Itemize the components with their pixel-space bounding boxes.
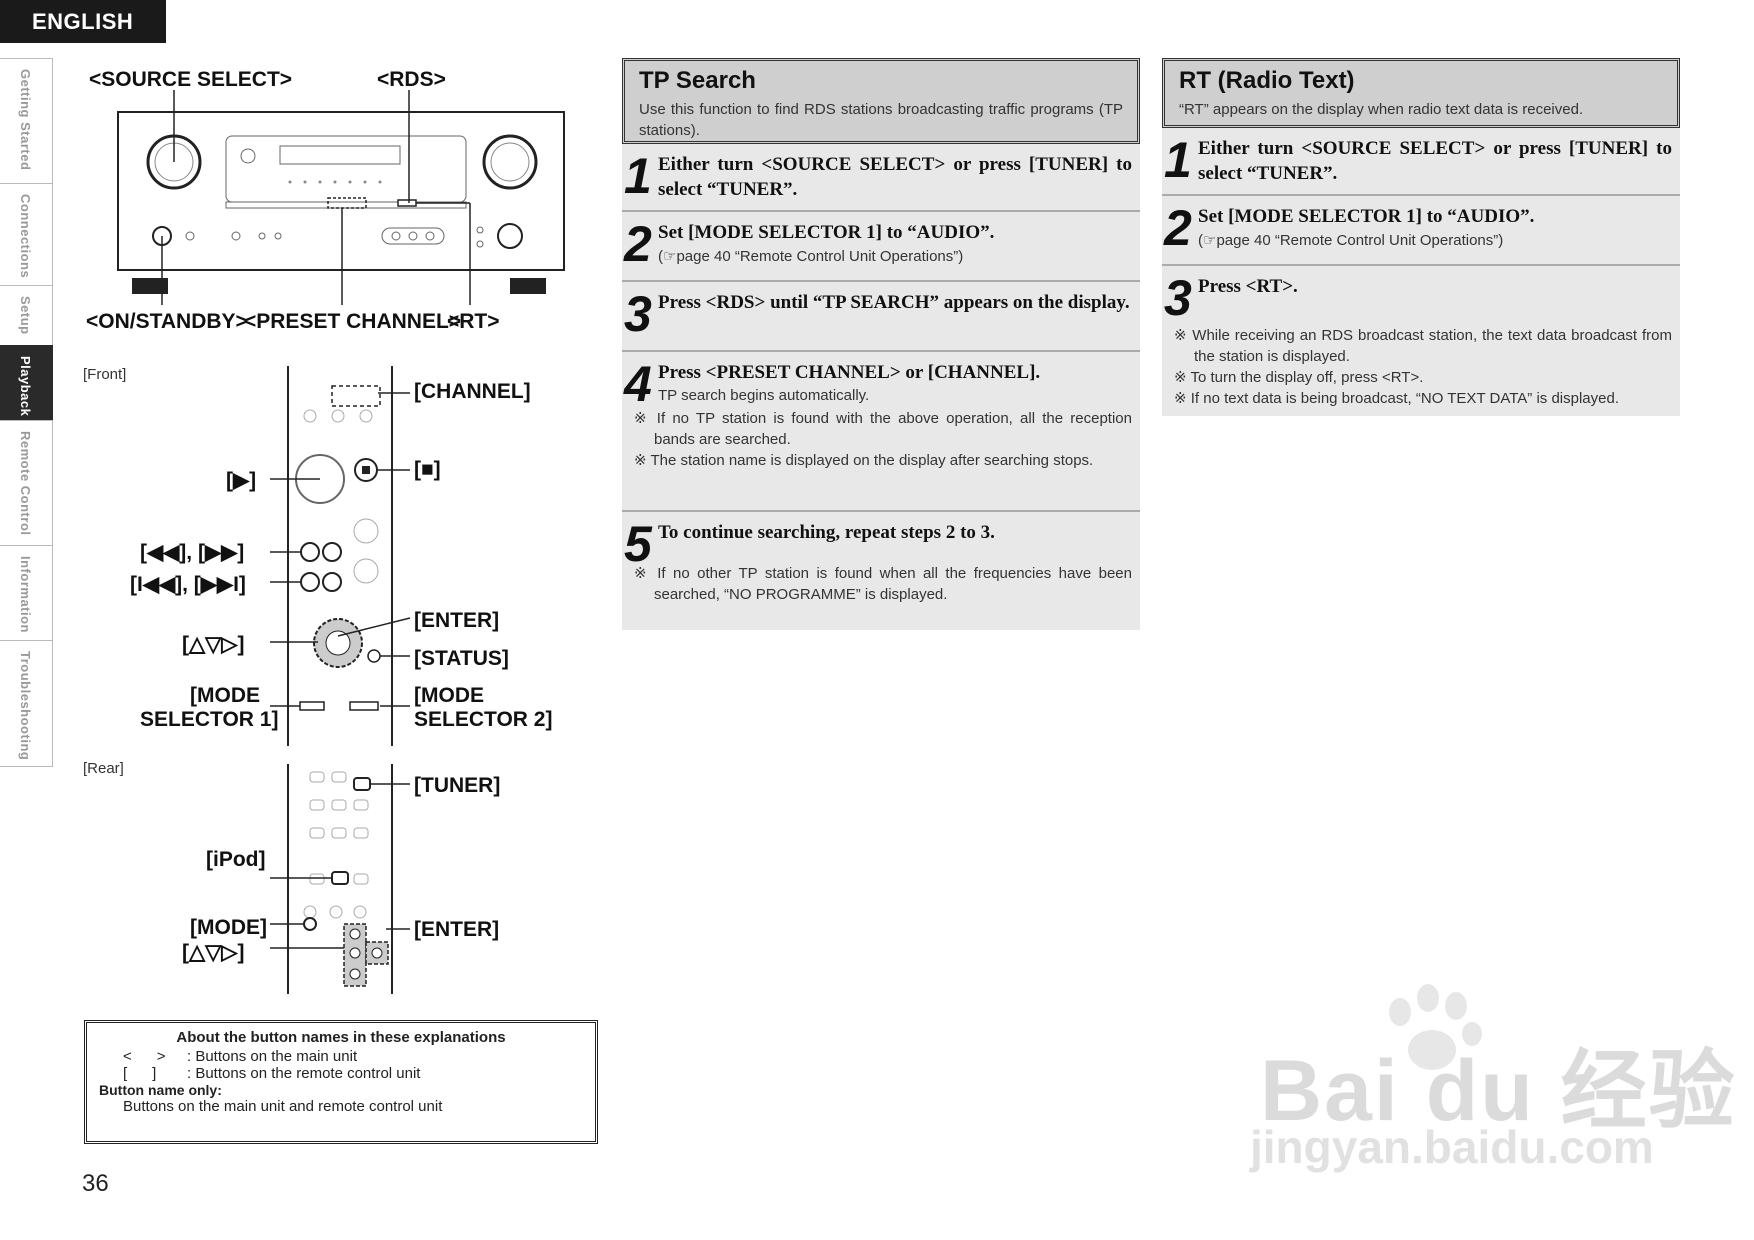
label-rew-ff: [◀◀], [▶▶] — [140, 541, 245, 564]
label-rds: <RDS> — [377, 68, 446, 91]
rt-subtitle: “RT” appears on the display when radio t… — [1179, 101, 1584, 118]
label-cursor-front: [△▽▷] — [182, 633, 245, 656]
language-tab: ENGLISH — [0, 0, 166, 43]
tp-search-subtitle: Use this function to find RDS stations b… — [639, 101, 1123, 139]
rt-panel: RT (Radio Text) “RT” appears on the disp… — [1162, 58, 1680, 416]
info-val-unit: : Buttons on the main unit — [187, 1048, 358, 1065]
label-mode-selector2-line2: SELECTOR 2] — [414, 708, 553, 731]
rt-note: ※ If no text data is being broadcast, “N… — [1174, 390, 1619, 407]
remote-front-callouts — [270, 392, 411, 707]
label-enter-rear: [ENTER] — [414, 918, 500, 941]
side-tab-setup[interactable]: Setup — [0, 285, 53, 345]
label-rear: [Rear] — [83, 760, 124, 777]
label-play: [▶] — [226, 469, 257, 492]
label-mode-selector1-line1: [MODE — [190, 684, 260, 707]
tp-note: ※ If no TP station is found with the abo… — [634, 410, 1132, 448]
watermark-main-text: Bai du 经验 — [1260, 1043, 1737, 1139]
info-box-title: About the button names in these explanat… — [176, 1029, 506, 1046]
side-tab-troubleshooting[interactable]: Troubleshooting — [0, 640, 53, 767]
tp-search-title: TP Search — [639, 67, 756, 94]
label-tuner: [TUNER] — [414, 774, 501, 797]
tp-note: ※ The station name is displayed on the d… — [634, 452, 1094, 469]
tp-step-4: 4 Press <PRESET CHANNEL> or [CHANNEL]. T… — [622, 352, 1140, 512]
label-mode-selector1-line2: SELECTOR 1] — [140, 708, 279, 731]
side-tab-playback[interactable]: Playback — [0, 345, 53, 420]
tp-step-2: 2 Set [MODE SELECTOR 1] to “AUDIO”. (☞pa… — [622, 212, 1140, 282]
remote-rear-callouts — [270, 783, 410, 949]
label-ipod: [iPod] — [206, 848, 266, 871]
button-names-info-box: About the button names in these explanat… — [84, 1020, 598, 1144]
label-front: [Front] — [83, 366, 127, 383]
tp-search-panel: TP Search Use this function to find RDS … — [622, 58, 1140, 630]
rt-step-1: 1 Either turn <SOURCE SELECT> or press [… — [1162, 128, 1680, 196]
info-button-name-only: Button name only: — [99, 1082, 222, 1098]
receiver-front-panel-drawing — [117, 90, 565, 305]
tp-search-header: TP Search Use this function to find RDS … — [622, 58, 1140, 144]
label-preset-channel: <PRESET CHANNEL> — [244, 310, 462, 333]
rt-note: ※ While receiving an RDS broadcast stati… — [1174, 327, 1672, 365]
label-mode: [MODE] — [190, 916, 267, 939]
label-enter-front: [ENTER] — [414, 609, 500, 632]
label-stop: [■] — [414, 458, 441, 481]
label-on-standby: <ON/STANDBY> — [86, 310, 248, 333]
remote-front-drawing — [287, 366, 393, 746]
side-tab-remote-control[interactable]: Remote Control — [0, 420, 53, 545]
label-rt: <RT> — [447, 310, 500, 333]
side-tab-connections[interactable]: Connections — [0, 183, 53, 285]
rt-title: RT (Radio Text) — [1179, 67, 1355, 94]
info-val-remote: : Buttons on the remote control unit — [187, 1065, 421, 1082]
tp-step-5: 5 To continue searching, repeat steps 2 … — [622, 512, 1140, 630]
side-tab-getting-started[interactable]: Getting Started — [0, 58, 53, 183]
label-source-select: <SOURCE SELECT> — [89, 68, 293, 91]
rt-header: RT (Radio Text) “RT” appears on the disp… — [1162, 58, 1680, 128]
tp-note: ※ If no other TP station is found when a… — [634, 565, 1132, 603]
rt-note: ※ To turn the display off, press <RT>. — [1174, 369, 1424, 386]
info-both-units: Buttons on the main unit and remote cont… — [123, 1098, 443, 1115]
label-mode-selector2-line1: [MODE — [414, 684, 484, 707]
side-tab-information[interactable]: Information — [0, 545, 53, 640]
remote-rear-drawing — [287, 764, 393, 994]
tp-step-1: 1 Either turn <SOURCE SELECT> or press [… — [622, 144, 1140, 212]
label-status: [STATUS] — [414, 647, 509, 670]
baidu-watermark: Bai du 经验 jingyan.baidu.com — [1250, 980, 1735, 1180]
label-skip: [I◀◀], [▶▶I] — [130, 573, 246, 596]
page-number: 36 — [82, 1170, 109, 1197]
paw-logo-icon — [1389, 984, 1482, 1070]
info-key-unit: < > — [123, 1048, 166, 1065]
info-key-remote: [ ] — [123, 1065, 157, 1082]
rt-step-3: 3 Press <RT>. ※ While receiving an RDS b… — [1162, 266, 1680, 416]
label-cursor-rear: [△▽▷] — [182, 941, 245, 964]
tp-step-3: 3 Press <RDS> until “TP SEARCH” appears … — [622, 282, 1140, 352]
rt-step-2: 2 Set [MODE SELECTOR 1] to “AUDIO”. (☞pa… — [1162, 196, 1680, 266]
label-channel: [CHANNEL] — [414, 380, 531, 403]
watermark-url-text: jingyan.baidu.com — [1250, 1121, 1654, 1173]
